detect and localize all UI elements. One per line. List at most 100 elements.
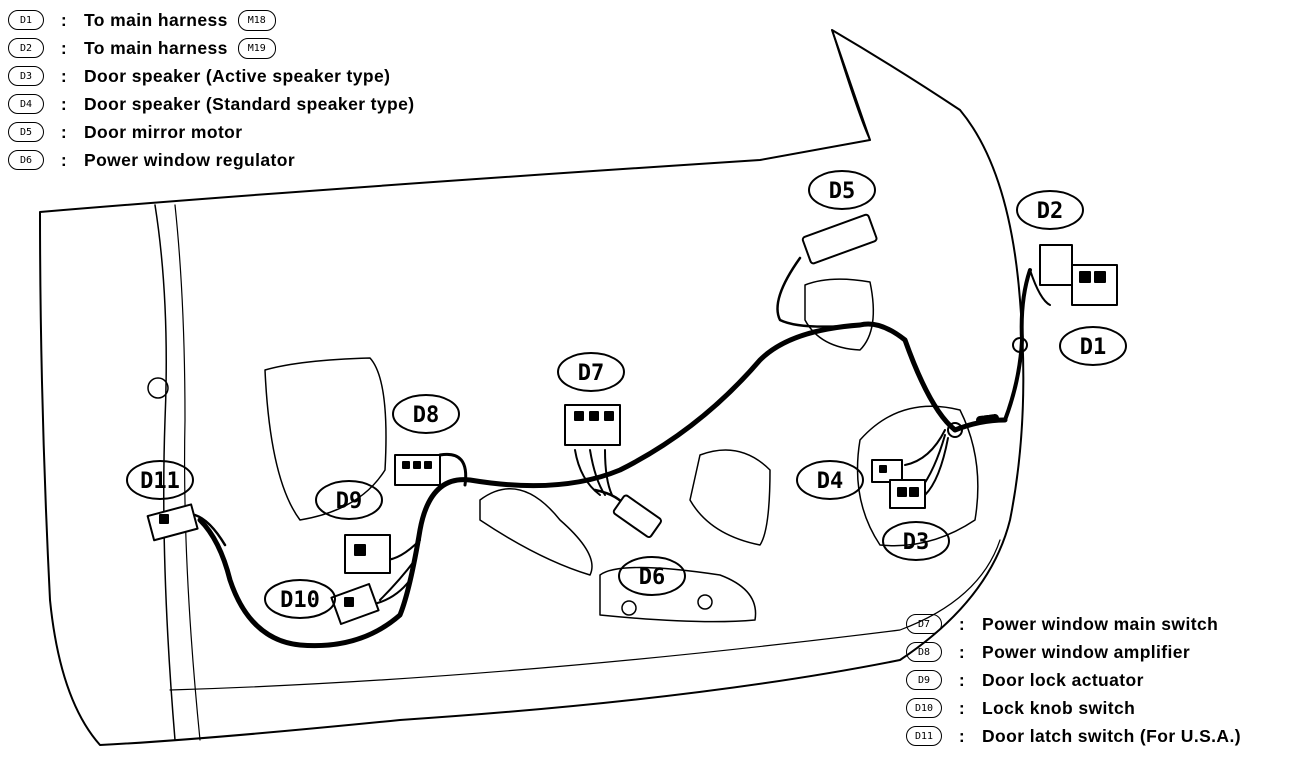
callout-d8: D8 (413, 403, 440, 428)
d1-lead-wire (1003, 268, 1032, 422)
legend-code-badge: D8 (906, 642, 942, 662)
legend-text: Door latch switch (For U.S.A.) (982, 725, 1241, 746)
callout-d8-shape (392, 394, 460, 434)
d10-connector (330, 583, 380, 625)
grommet (1012, 337, 1028, 353)
callout-d9: D9 (336, 489, 363, 514)
callout-d4: D4 (817, 469, 844, 494)
door-front-edge-inner (174, 204, 201, 741)
legend-ref-badge: M19 (237, 37, 276, 59)
regulator-bracket (599, 566, 757, 623)
legend-item-d7: D7 : Power window main switch (906, 610, 1241, 638)
mount-hole (147, 377, 169, 399)
legend-code-badge: D9 (906, 670, 942, 690)
legend-code-badge: D3 (8, 66, 44, 86)
d8-connector (394, 454, 441, 486)
access-hole-center-left (479, 488, 593, 576)
legend-item-d11: D11 : Door latch switch (For U.S.A.) (906, 722, 1241, 750)
legend-item-d5: D5 : Door mirror motor (8, 118, 415, 146)
legend-text: Door speaker (Active speaker type) (84, 65, 391, 86)
callout-d10: D10 (280, 588, 320, 613)
legend-text: Door mirror motor (84, 121, 243, 142)
legend-text: Power window regulator (84, 149, 296, 170)
legend-code-badge: D2 (8, 38, 44, 58)
door-panel-outline (39, 29, 1025, 746)
access-hole-mirror (804, 278, 875, 351)
legend-code-badge: D5 (8, 122, 44, 142)
access-hole-speaker (856, 405, 979, 547)
window-frame-line (831, 29, 871, 141)
legend-code-badge: D11 (906, 726, 942, 746)
door-bottom-inner (169, 539, 1001, 691)
d6-connector (612, 494, 662, 539)
legend-item-d9: D9 : Door lock actuator (906, 666, 1241, 694)
callout-d3-shape (882, 521, 950, 561)
legend-separator: : (60, 93, 68, 114)
d11-connector (146, 503, 199, 542)
d9-connector (344, 534, 391, 574)
legend-code-badge: D6 (8, 150, 44, 170)
legend-item-d2: D2 : To main harness M19 (8, 34, 415, 62)
callout-d3: D3 (903, 530, 930, 555)
legend-text: To main harness (84, 37, 228, 58)
callout-d10-shape (264, 579, 336, 619)
legend-text: To main harness (84, 9, 228, 30)
legend-text: Door speaker (Standard speaker type) (84, 93, 415, 114)
legend-item-d4: D4 : Door speaker (Standard speaker type… (8, 90, 415, 118)
legend-item-d10: D10 : Lock knob switch (906, 694, 1241, 722)
d7-lead-wires (574, 449, 613, 496)
legend-separator: : (60, 9, 68, 30)
callout-d5-shape (808, 170, 876, 210)
legend-code-badge: D4 (8, 94, 44, 114)
access-hole-center-right (689, 449, 771, 546)
legend-separator: : (60, 121, 68, 142)
legend-code-badge: D7 (906, 614, 942, 634)
legend-separator: : (958, 669, 966, 690)
mount-hole (697, 594, 713, 610)
legend-item-d8: D8 : Power window amplifier (906, 638, 1241, 666)
legend-bottom: D7 : Power window main switch D8 : Power… (906, 610, 1241, 750)
callout-d1-shape (1059, 326, 1127, 366)
callout-d6: D6 (639, 565, 666, 590)
door-front-edge (154, 204, 176, 741)
d11-lead-wire (193, 513, 227, 547)
callout-d7: D7 (578, 361, 605, 386)
main-harness-wire (197, 321, 1008, 649)
d3-connector (889, 479, 926, 509)
d2-connector (1029, 244, 1118, 306)
legend-separator: : (60, 37, 68, 58)
legend-item-d3: D3 : Door speaker (Active speaker type) (8, 62, 415, 90)
access-hole-left (264, 357, 387, 521)
grommet (947, 422, 963, 438)
callout-d2-shape (1016, 190, 1084, 230)
legend-item-d6: D6 : Power window regulator (8, 146, 415, 174)
legend-separator: : (958, 613, 966, 634)
d5-connector (801, 213, 878, 265)
legend-text: Door lock actuator (982, 669, 1144, 690)
legend-separator: : (958, 697, 966, 718)
legend-top: D1 : To main harness M18 D2 : To main ha… (8, 6, 415, 174)
d8-lead-wire (438, 452, 468, 487)
legend-code-badge: D10 (906, 698, 942, 718)
legend-text: Power window main switch (982, 613, 1219, 634)
callout-d4-shape (796, 460, 864, 500)
callout-d6-shape (618, 556, 686, 596)
d7-connector (564, 404, 621, 446)
callout-d2: D2 (1037, 199, 1064, 224)
legend-text: Power window amplifier (982, 641, 1191, 662)
callout-d5: D5 (829, 179, 856, 204)
callout-d1: D1 (1080, 335, 1107, 360)
legend-code-badge: D1 (8, 10, 44, 30)
legend-separator: : (60, 149, 68, 170)
legend-ref-badge: M18 (237, 9, 276, 31)
callout-d7-shape (557, 352, 625, 392)
legend-separator: : (60, 65, 68, 86)
legend-text: Lock knob switch (982, 697, 1136, 718)
d4-connector (871, 459, 903, 483)
mount-hole (621, 600, 637, 616)
harness-wrap (976, 414, 999, 424)
callout-d11-shape (126, 460, 194, 500)
callout-d9-shape (315, 480, 383, 520)
legend-item-d1: D1 : To main harness M18 (8, 6, 415, 34)
